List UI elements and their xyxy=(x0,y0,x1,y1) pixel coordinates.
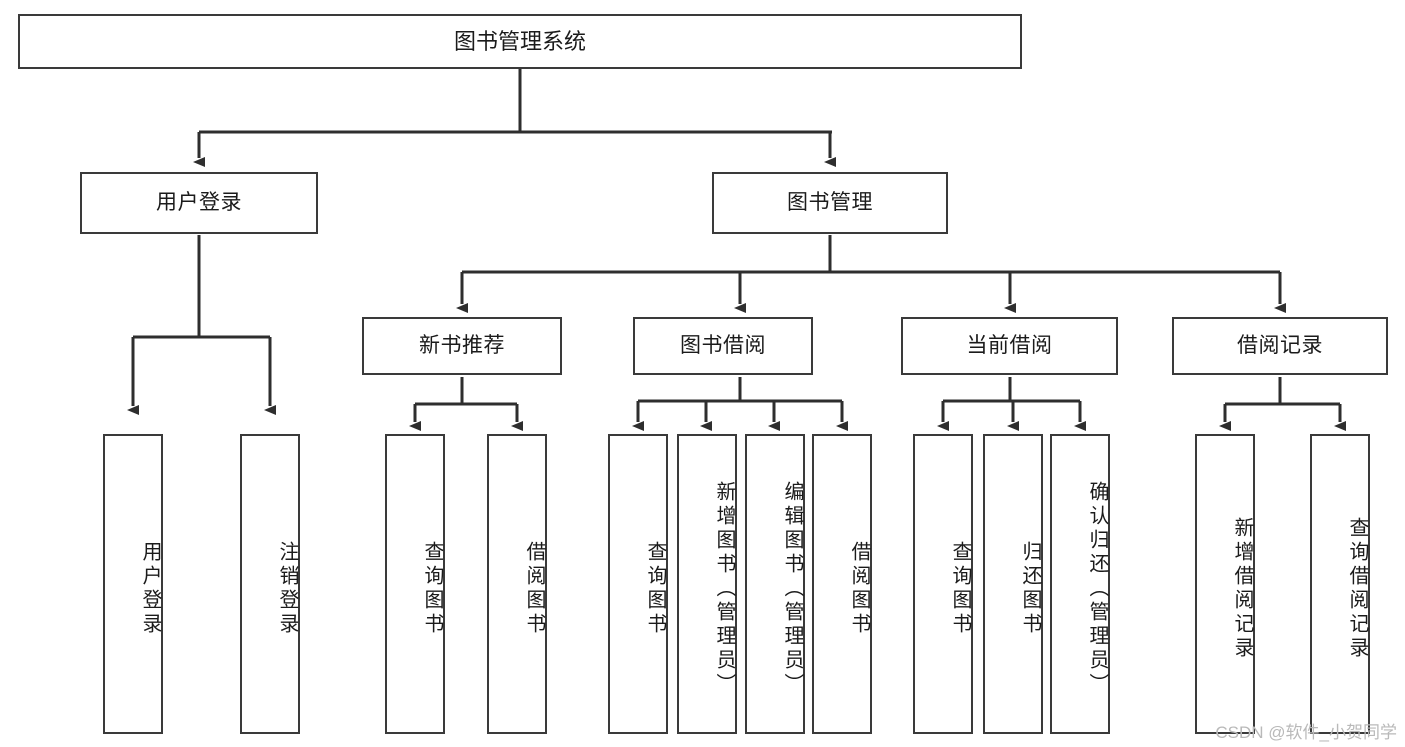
node-root-system[interactable]: 图书管理系统 xyxy=(18,14,1022,69)
node-label: 查询图书 xyxy=(949,541,971,637)
node-label: 图书借阅 xyxy=(680,333,766,357)
leaf-query-book-3[interactable]: 查询图书 xyxy=(913,434,973,734)
node-label: 编辑图书（管理员） xyxy=(781,481,803,697)
node-current-borrow[interactable]: 当前借阅 xyxy=(901,317,1118,375)
node-label: 确认归还（管理员） xyxy=(1086,481,1108,697)
node-label: 借阅图书 xyxy=(848,541,870,637)
leaf-borrow-book-2[interactable]: 借阅图书 xyxy=(812,434,872,734)
leaf-add-record[interactable]: 新增借阅记录 xyxy=(1195,434,1255,734)
node-new-book-recommend[interactable]: 新书推荐 xyxy=(362,317,562,375)
leaf-query-book-1[interactable]: 查询图书 xyxy=(385,434,445,734)
node-book-management[interactable]: 图书管理 xyxy=(712,172,948,234)
node-book-borrow[interactable]: 图书借阅 xyxy=(633,317,813,375)
node-label: 新增借阅记录 xyxy=(1231,517,1253,661)
leaf-query-book-2[interactable]: 查询图书 xyxy=(608,434,668,734)
node-label: 图书管理系统 xyxy=(453,28,586,54)
leaf-logout-login[interactable]: 注销登录 xyxy=(240,434,300,734)
node-label: 归还图书 xyxy=(1019,541,1041,637)
node-label: 查询图书 xyxy=(644,541,666,637)
leaf-borrow-book-1[interactable]: 借阅图书 xyxy=(487,434,547,734)
node-label: 新书推荐 xyxy=(419,333,505,357)
node-label: 图书管理 xyxy=(787,190,873,214)
leaf-user-login[interactable]: 用户登录 xyxy=(103,434,163,734)
node-label: 查询图书 xyxy=(421,541,443,637)
leaf-return-book[interactable]: 归还图书 xyxy=(983,434,1043,734)
node-label: 用户登录 xyxy=(139,541,161,637)
node-label: 注销登录 xyxy=(276,541,298,637)
node-label: 查询借阅记录 xyxy=(1346,517,1368,661)
node-label: 用户登录 xyxy=(156,190,242,214)
leaf-add-book[interactable]: 新增图书（管理员） xyxy=(677,434,737,734)
node-borrow-record[interactable]: 借阅记录 xyxy=(1172,317,1388,375)
node-label: 当前借阅 xyxy=(966,333,1053,357)
node-label: 借阅图书 xyxy=(523,541,545,637)
node-label: 借阅记录 xyxy=(1237,333,1323,357)
leaf-query-record[interactable]: 查询借阅记录 xyxy=(1310,434,1370,734)
leaf-edit-book[interactable]: 编辑图书（管理员） xyxy=(745,434,805,734)
leaf-confirm-return[interactable]: 确认归还（管理员） xyxy=(1050,434,1110,734)
node-label: 新增图书（管理员） xyxy=(713,481,735,697)
node-user-login[interactable]: 用户登录 xyxy=(80,172,318,234)
